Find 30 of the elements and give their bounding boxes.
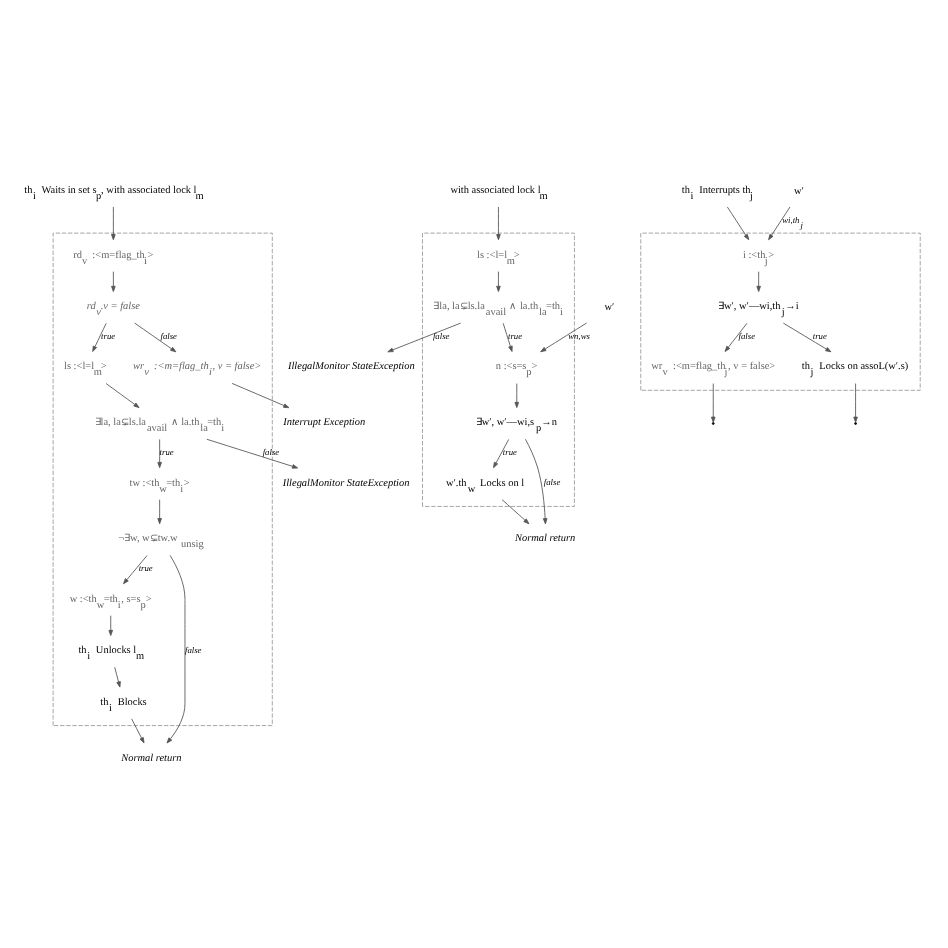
arrow (108, 614, 113, 636)
arrow (157, 438, 162, 468)
arrow (501, 498, 530, 524)
arrow (387, 321, 462, 352)
arrow (756, 270, 761, 291)
arrow (782, 321, 832, 352)
arrow (502, 321, 513, 351)
arrow (206, 437, 299, 468)
arrow (540, 321, 588, 352)
arrow (726, 205, 750, 240)
arrow (514, 382, 520, 408)
arrow (123, 554, 148, 584)
arrow (853, 382, 858, 422)
arrow (157, 498, 162, 524)
arrow (496, 205, 501, 240)
arrow (525, 437, 548, 524)
arrow (768, 205, 791, 240)
arrow (496, 270, 501, 291)
arrow (92, 321, 107, 351)
arrow (111, 205, 116, 240)
arrow (493, 438, 510, 468)
arrow (231, 381, 290, 408)
arrow (711, 382, 716, 422)
arrow (724, 321, 748, 351)
arrow (105, 382, 140, 408)
arrow (166, 553, 186, 743)
arrow (131, 717, 145, 743)
arrow (111, 270, 116, 291)
arrow (134, 321, 177, 352)
arrow (114, 665, 121, 687)
